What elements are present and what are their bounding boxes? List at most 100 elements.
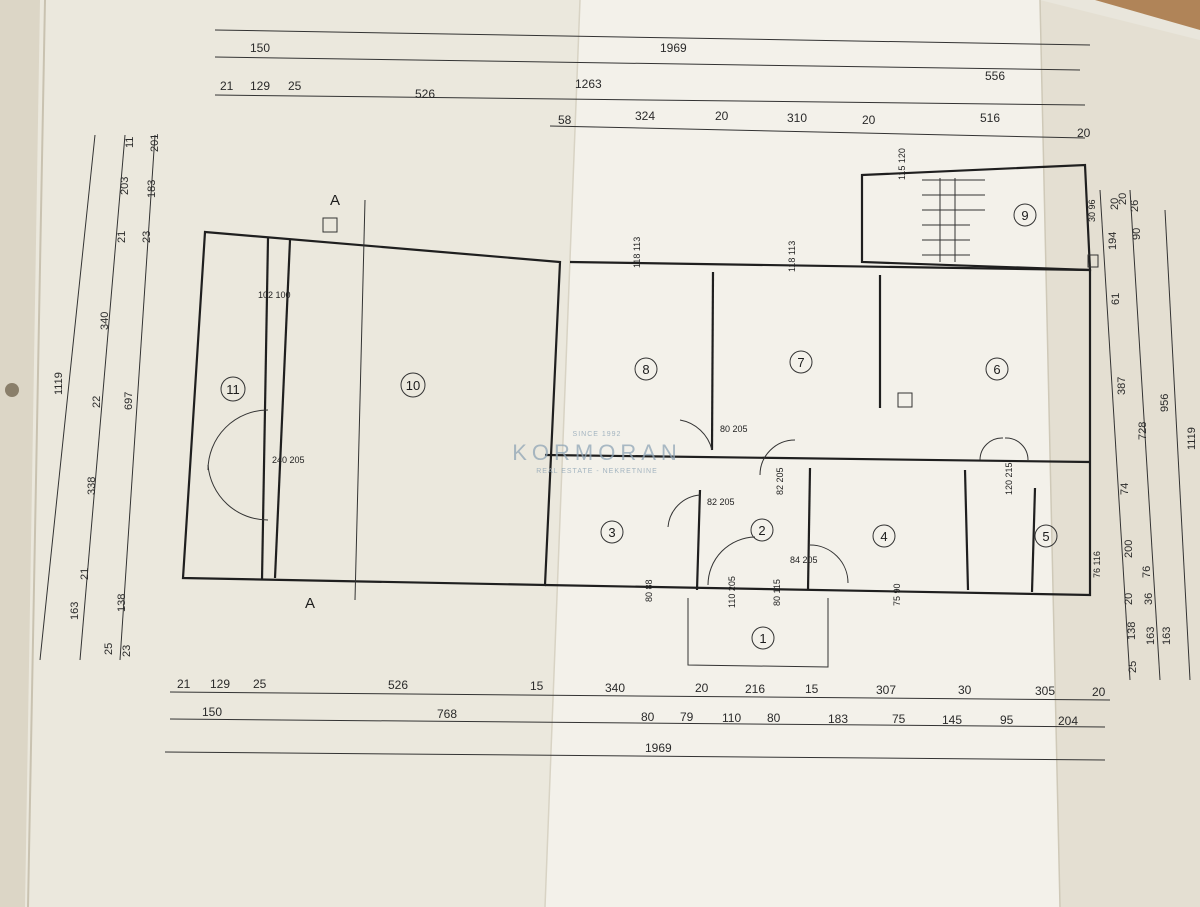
dim-left-25: 25 [103,643,115,655]
dim-left-23b: 23 [141,231,153,243]
dim-bot-15a: 15 [530,679,544,693]
dim-right-20: 20 [1109,198,1121,210]
dim-left-697: 697 [123,392,135,410]
room-9-label: 9 [1021,208,1028,223]
watermark-since: SINCE 1992 [573,431,622,438]
dim-bot2-75: 75 [892,712,906,726]
dim-top-526: 526 [415,87,435,101]
dim-line-top-3 [214,94,1086,106]
dim-bot-21: 21 [177,677,191,691]
dim-top-150: 150 [250,41,270,55]
dim-line-left-1 [39,134,96,661]
room-8-label: 8 [642,362,649,377]
opening-120-215: 120 215 [1004,462,1014,495]
dim-top-516: 516 [980,111,1000,125]
stair-outline [860,163,1092,272]
dim-right-74: 74 [1119,483,1131,495]
wall-middle [544,453,1091,464]
dim-left-22: 22 [91,396,103,408]
dim-right-76: 76 [1141,566,1153,578]
opening-118-113a: 118 113 [632,237,642,268]
dim-right-163: 163 [1145,627,1157,645]
dim-top-20b: 20 [862,113,876,127]
dim-top-310: 310 [787,111,807,125]
dim-bot-129: 129 [210,677,230,691]
dim-right-25: 25 [1127,661,1139,673]
door-swing-entrance [707,536,756,586]
door-swing-11 [207,409,269,471]
dim-top-324: 324 [635,109,655,123]
section-line-a [354,199,366,601]
dim-bot2-204: 204 [1058,714,1078,728]
opening-118-113b: 118 113 [787,241,797,272]
dim-line-left-3 [119,134,156,661]
opening-84-205: 84 205 [790,555,818,565]
porch-outline [687,598,829,668]
room-3-label: 3 [608,525,615,540]
dim-bot2-183: 183 [828,712,848,726]
dim-right-200: 200 [1123,540,1135,558]
dim-left-21: 21 [79,568,91,580]
dim-right-194: 194 [1107,232,1119,250]
vent-icon-2 [1087,254,1099,268]
wall-10-inner [273,239,292,579]
opening-240-205: 240 205 [272,455,305,465]
dim-right-90: 90 [1131,228,1143,240]
dim-bot-305: 305 [1035,684,1055,698]
dim-left-203: 203 [119,177,131,195]
dim-bot2-95: 95 [1000,713,1014,727]
dim-bot3-1969: 1969 [645,741,672,755]
door-swing-7 [759,439,796,476]
dim-line-right-1 [1099,189,1131,681]
opening-30-96: 30 96 [1087,199,1097,222]
room-5-label: 5 [1042,529,1049,544]
dim-right-20b: 20 [1123,593,1135,605]
dim-right-163b: 163 [1161,627,1173,645]
dim-top-129: 129 [250,79,270,93]
dim-bot-20a: 20 [695,681,709,695]
opening-75-90: 75 90 [892,583,902,606]
wall-8-7 [710,271,715,451]
dim-line-right-2 [1129,189,1161,681]
dim-right-1119: 1119 [1186,427,1198,450]
dim-bot-340: 340 [605,681,625,695]
dim-bot-307: 307 [876,683,896,697]
kormoran-watermark: SINCE 1992 KORMORAN REAL ESTATE - NEKRET… [512,431,677,475]
dim-bot-20b: 20 [1092,685,1106,699]
dim-bot2-110: 110 [722,711,741,725]
door-swing-6b [1004,437,1029,461]
opening-110-205: 110 205 [727,576,737,608]
dim-bot2-79: 79 [680,710,694,724]
room-11-label: 11 [226,382,240,397]
dim-right-61: 61 [1110,293,1122,305]
room-1-label: 1 [759,631,766,646]
dim-left-183: 183 [146,180,158,198]
dim-top-20c: 20 [1077,126,1091,140]
dim-right-36: 36 [1143,593,1155,605]
room-6-label: 6 [993,362,1000,377]
room-7-label: 7 [797,355,804,370]
opening-115-120: 115 120 [897,148,907,180]
door-swing-8 [679,419,713,451]
opening-80-205: 80 205 [720,424,748,434]
opening-80-115: 80 115 [772,579,782,606]
dim-bot-216: 216 [745,682,765,696]
section-marker-top: A [330,192,340,209]
door-swing-6a [979,437,1004,461]
dim-top-556: 556 [985,69,1005,83]
opening-labels: 115 120 102 100 118 113 118 113 240 205 … [258,148,1102,608]
wall-11-10 [260,237,270,581]
room-10-label: 10 [406,378,420,393]
door-swing-4 [809,544,849,584]
dim-line-right-3 [1164,209,1191,681]
dim-line-bottom-2 [169,718,1106,728]
door-swing-11b [207,464,269,521]
garage-outline [181,230,562,587]
dim-right-138: 138 [1126,622,1138,640]
opening-82-205b: 82 205 [775,467,785,495]
dim-left-138: 138 [116,594,128,612]
dim-top-58: 58 [558,113,572,127]
dim-left-11: 11 [124,137,136,148]
